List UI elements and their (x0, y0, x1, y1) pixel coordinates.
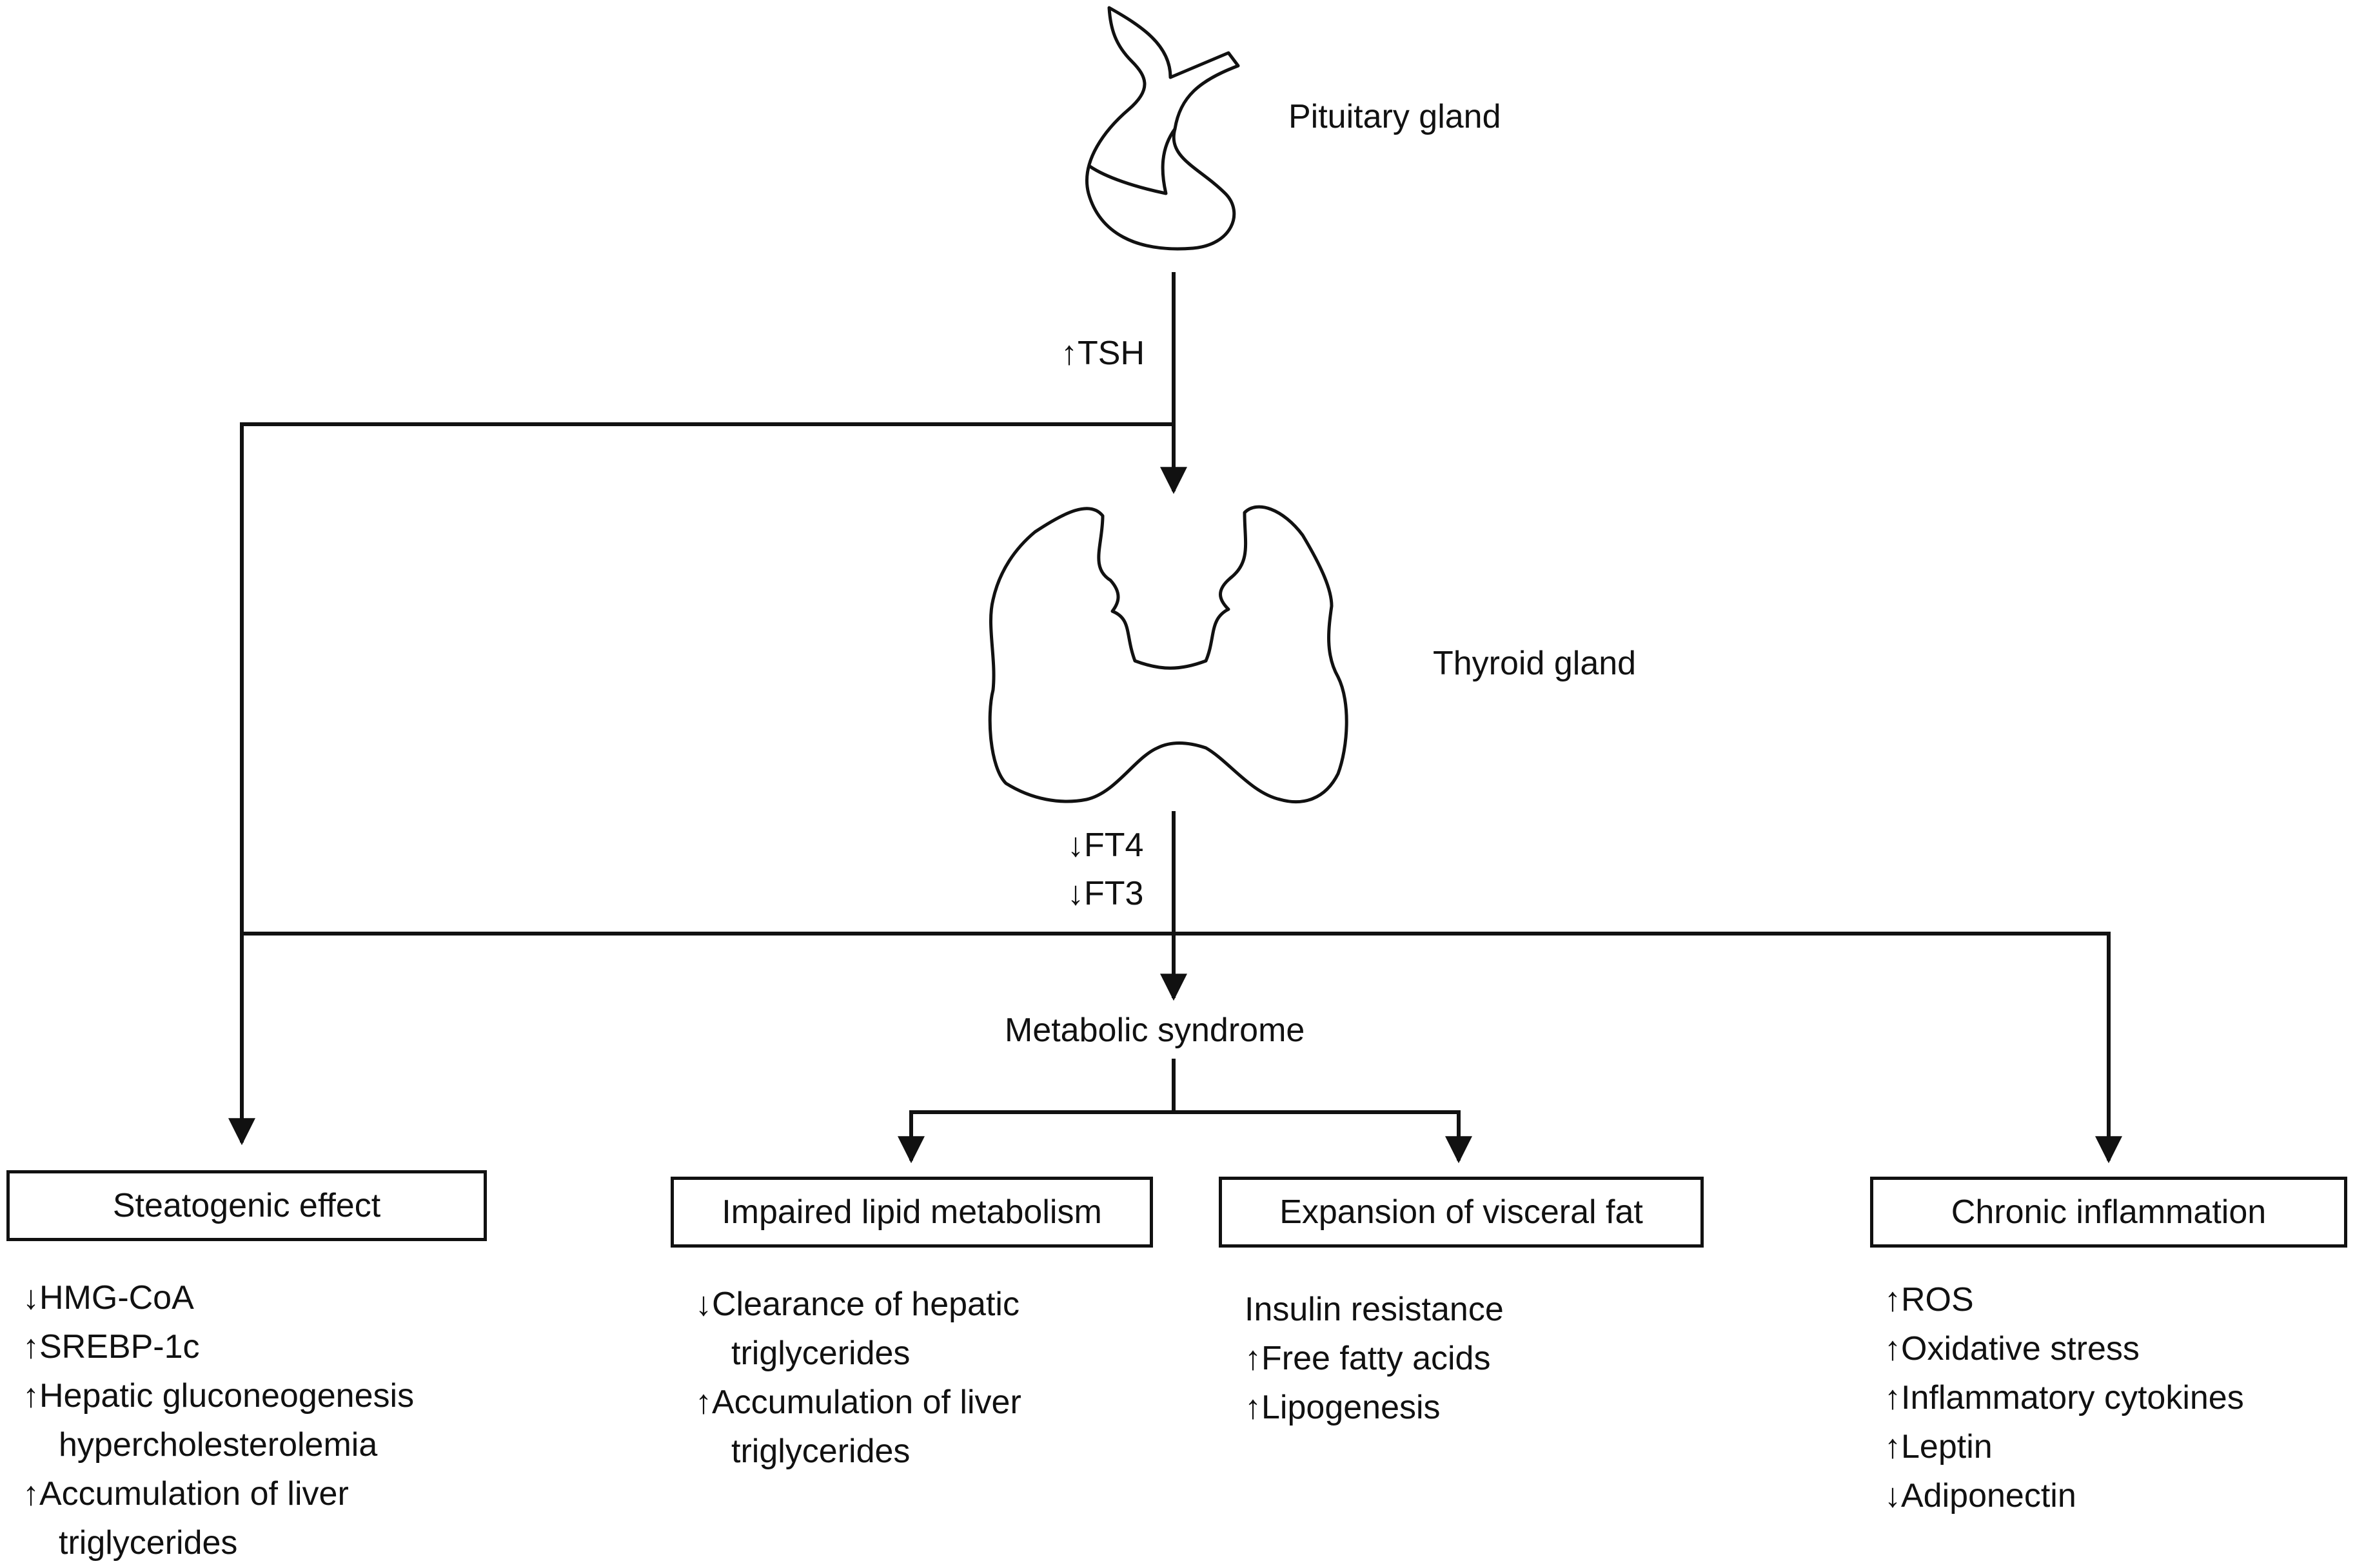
tsh-label: ↑TSH (1061, 335, 1145, 372)
list-item: ↑Leptin (1884, 1428, 1993, 1465)
list-item: ↑SREBP-1c (23, 1328, 200, 1366)
list-item: ↑Accumulation of liver (695, 1384, 1021, 1421)
list-item: ↓HMG-CoA (23, 1279, 194, 1317)
steatogenic-effect-box: Steatogenic effect (6, 1170, 487, 1241)
thyroid-gland-icon (988, 505, 1348, 804)
metabolic-syndrome-label: Metabolic syndrome (1005, 1012, 1305, 1049)
list-item: ↑Lipogenesis (1245, 1389, 1441, 1426)
list-item: triglycerides (731, 1433, 911, 1470)
impaired-lipid-metabolism-box: Impaired lipid metabolism (671, 1177, 1153, 1248)
list-item: ↑Inflammatory cytokines (1884, 1379, 2244, 1416)
list-item: ↑Accumulation of liver (23, 1475, 349, 1513)
expansion-visceral-fat-box: Expansion of visceral fat (1219, 1177, 1704, 1248)
list-item: triglycerides (59, 1524, 238, 1562)
pituitary-gland-icon (1085, 6, 1240, 251)
list-item: ↑Hepatic gluconeogenesis (23, 1377, 415, 1415)
ft3-label: ↓FT3 (1067, 875, 1144, 912)
list-item: ↓Clearance of hepatic (695, 1286, 1020, 1323)
list-item: ↑Free fatty acids (1245, 1340, 1491, 1377)
expansion-visceral-fat-list: Insulin resistance ↑Free fatty acids ↑Li… (1245, 1285, 1504, 1432)
list-item: hypercholesterolemia (59, 1426, 378, 1464)
pituitary-gland-label: Pituitary gland (1288, 98, 1501, 135)
chronic-inflammation-list: ↑ROS ↑Oxidative stress ↑Inflammatory cyt… (1884, 1275, 2244, 1520)
impaired-lipid-metabolism-list: ↓Clearance of hepatic triglycerides ↑Acc… (695, 1280, 1021, 1476)
list-item: ↑Oxidative stress (1884, 1330, 2140, 1367)
connectors (228, 272, 2122, 1164)
list-item: ↑ROS (1884, 1281, 1974, 1318)
list-item: Insulin resistance (1245, 1291, 1504, 1328)
ft4-label: ↓FT4 (1067, 827, 1144, 864)
list-item: ↓Adiponectin (1884, 1477, 2076, 1514)
list-item: triglycerides (731, 1335, 911, 1372)
thyroid-gland-label: Thyroid gland (1433, 645, 1637, 682)
steatogenic-effect-list: ↓HMG-CoA ↑SREBP-1c ↑Hepatic gluconeogene… (23, 1273, 414, 1567)
chronic-inflammation-box: Chronic inflammation (1870, 1177, 2347, 1248)
